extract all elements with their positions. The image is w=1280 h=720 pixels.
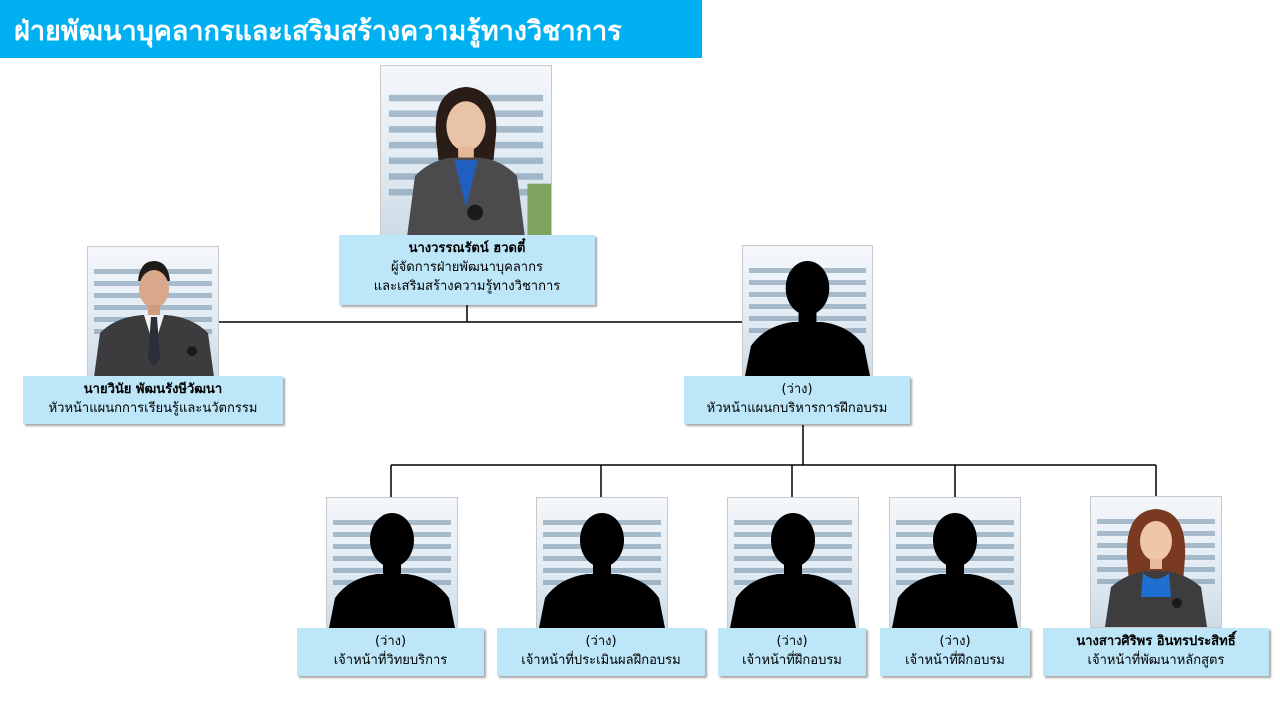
staff-3-position: เจ้าหน้าที่ฝึกอบรม xyxy=(742,653,842,668)
head-learning-position: หัวหน้าแผนกการเรียนรู้และนวัตกรรม xyxy=(48,401,258,416)
staff-2-position: เจ้าหน้าที่ประเมินผลฝึกอบรม xyxy=(521,653,681,668)
staff-4-position: เจ้าหน้าที่ฝึกอบรม xyxy=(905,653,1005,668)
staff-2-name: (ว่าง) xyxy=(585,634,617,649)
silhouette-icon xyxy=(892,513,1018,628)
staff-4-label: (ว่าง) เจ้าหน้าที่ฝึกอบรม xyxy=(880,628,1030,676)
staff-5-label: นางสาวศิริพร อินทรประสิทธิ์ เจ้าหน้าที่พ… xyxy=(1043,628,1269,676)
staff-2-photo xyxy=(536,497,668,629)
head-training-name: (ว่าง) xyxy=(781,382,813,397)
staff-5-position: เจ้าหน้าที่พัฒนาหลักสูตร xyxy=(1087,653,1225,668)
head-learning-label: นายวินัย พัฒนรังษีวัฒนา หัวหน้าแผนกการเร… xyxy=(23,376,283,424)
man-portrait-icon xyxy=(94,261,214,377)
staff-4-photo xyxy=(889,497,1021,629)
woman-portrait-icon xyxy=(1105,509,1207,627)
staff-5-name: นางสาวศิริพร อินทรประสิทธิ์ xyxy=(1076,634,1236,649)
staff-3-name: (ว่าง) xyxy=(776,634,808,649)
head-training-photo xyxy=(742,245,873,377)
staff-1-photo xyxy=(326,497,458,629)
staff-3-photo xyxy=(727,497,859,629)
woman-portrait-icon xyxy=(407,86,525,236)
manager-label: นางวรรณรัตน์ ฮวดตี๋ ผู้จัดการฝ่ายพัฒนาบุ… xyxy=(339,235,595,305)
manager-position-line2: และเสริมสร้างความรู้ทางวิชาการ xyxy=(373,279,561,294)
staff-1-name: (ว่าง) xyxy=(374,634,407,649)
staff-4-name: (ว่าง) xyxy=(939,634,971,649)
head-training-position: หัวหน้าแผนกบริหารการฝึกอบรม xyxy=(706,401,888,416)
page-title-bar: ฝ่ายพัฒนาบุคลากรและเสริมสร้างความรู้ทางว… xyxy=(0,0,702,58)
staff-1-position: เจ้าหน้าที่วิทยบริการ xyxy=(333,653,448,668)
silhouette-icon xyxy=(730,513,856,628)
silhouette-icon xyxy=(744,261,871,376)
head-training-label: (ว่าง) หัวหน้าแผนกบริหารการฝึกอบรม xyxy=(684,376,910,424)
manager-photo xyxy=(380,65,552,237)
head-learning-name: นายวินัย พัฒนรังษีวัฒนา xyxy=(83,382,223,397)
silhouette-icon xyxy=(539,513,665,628)
head-learning-photo xyxy=(87,246,219,378)
staff-5-photo xyxy=(1090,496,1222,628)
manager-name: นางวรรณรัตน์ ฮวดตี๋ xyxy=(408,241,526,256)
staff-1-label: (ว่าง) เจ้าหน้าที่วิทยบริการ xyxy=(297,628,484,676)
manager-position-line1: ผู้จัดการฝ่ายพัฒนาบุคลากร xyxy=(391,260,543,275)
staff-2-label: (ว่าง) เจ้าหน้าที่ประเมินผลฝึกอบรม xyxy=(497,628,705,676)
staff-3-label: (ว่าง) เจ้าหน้าที่ฝึกอบรม xyxy=(718,628,866,676)
page-title: ฝ่ายพัฒนาบุคลากรและเสริมสร้างความรู้ทางว… xyxy=(14,16,622,47)
silhouette-icon xyxy=(329,513,455,628)
